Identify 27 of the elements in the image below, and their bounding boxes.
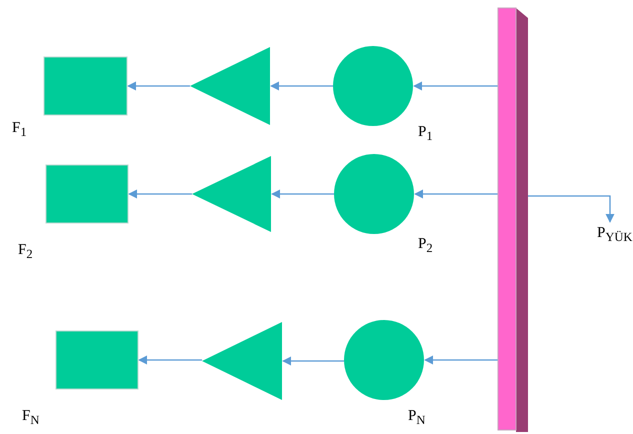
node-caption: F$_{2}$	[18, 241, 33, 263]
arrow	[424, 356, 498, 364]
amplifier-triangle	[202, 322, 282, 400]
arrow	[282, 356, 344, 366]
arrow	[414, 190, 498, 198]
amplifier-triangle	[190, 47, 270, 125]
node-caption: F$_{1}$	[12, 119, 27, 141]
node-caption: P$_{2}$	[418, 235, 433, 257]
arrow	[270, 82, 333, 90]
source-circle	[344, 320, 424, 400]
arrow	[413, 82, 498, 90]
node-caption: F$_{N}$	[22, 407, 40, 429]
source-circle	[334, 154, 414, 234]
source-circle	[333, 46, 413, 126]
bus-bar	[498, 8, 528, 432]
block-rect	[44, 57, 127, 115]
node-caption: P$_{N}$	[408, 407, 426, 429]
arrow	[128, 190, 192, 198]
arrow	[528, 195, 614, 223]
load-label: P$_{YÜK}$	[597, 224, 633, 244]
arrow	[138, 356, 202, 364]
arrow	[271, 190, 334, 198]
amplifier-triangle	[192, 156, 271, 232]
block-rect	[56, 331, 138, 389]
arrow	[127, 82, 190, 90]
block-rect	[46, 165, 128, 223]
node-caption: P$_{1}$	[418, 123, 433, 145]
